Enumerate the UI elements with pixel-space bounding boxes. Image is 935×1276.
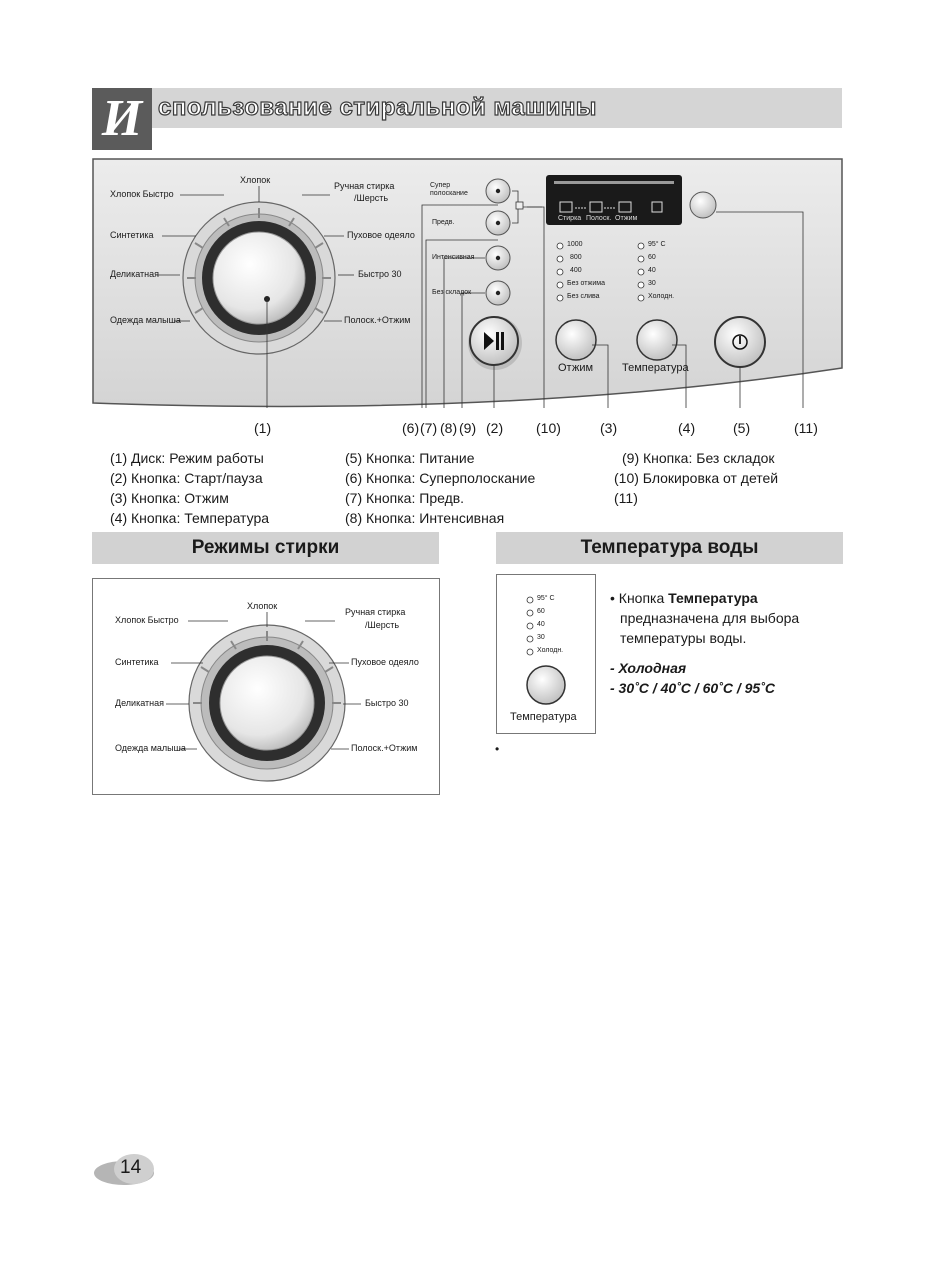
page-title: спользование стиральной машины [157, 93, 597, 121]
legend-item: (10) Блокировка от детей [614, 470, 779, 486]
option-buttons[interactable] [485, 178, 511, 306]
label-rinse-spin: Полоск.+Отжим [351, 743, 418, 753]
temp-option: 60 [537, 608, 545, 615]
callout: (3) [600, 420, 618, 436]
callout: (1) [254, 420, 272, 436]
temp-option: 40 [537, 621, 545, 628]
label-synthetic: Синтетика [115, 657, 159, 667]
temp-option: 40 [648, 267, 656, 274]
temp-option: Холодн. [537, 647, 564, 654]
temperature-box: 95° C 60 40 30 Холодн. Температура [496, 574, 596, 734]
callout: (2) [486, 420, 504, 436]
bullet: • [495, 742, 500, 756]
title-initial: И [92, 88, 152, 150]
label-intensive: Интенсивная [432, 254, 475, 261]
callout: (8) [440, 420, 458, 436]
temp-cold: - Холодная [610, 660, 687, 676]
temperature-button[interactable] [526, 665, 566, 705]
label-rinse-spin: Полоск.+Отжим [344, 315, 411, 325]
callout: (11) [794, 420, 818, 436]
legend-item: (3) Кнопка: Отжим [110, 490, 229, 506]
label-baby: Одежда малыша [110, 315, 181, 325]
label-prewash: Предв. [432, 219, 455, 226]
temp-option: 95° C [648, 241, 666, 248]
callout: (10) [536, 420, 561, 436]
label-hand-wash: Ручная стирка [345, 607, 406, 617]
label-no-crease: Без складок [432, 289, 472, 296]
spin-option: Без отжима [567, 280, 605, 287]
section-water-temp: Температура воды [496, 532, 843, 564]
legend-item: (11) [614, 490, 638, 506]
temp-option: 30 [537, 634, 545, 641]
label-wool: /Шерсть [365, 620, 400, 630]
legend-item: (8) Кнопка: Интенсивная [345, 510, 505, 526]
label-cotton: Хлопок [247, 601, 278, 611]
temp-option: 60 [648, 254, 656, 261]
label-wool: /Шерсть [354, 193, 389, 203]
bullet: • [610, 590, 619, 606]
title-band [92, 88, 842, 128]
spin-option: Без слива [567, 293, 600, 300]
temp-option: 95° C [537, 595, 555, 602]
label-fast30: Быстро 30 [365, 698, 409, 708]
control-panel: Хлопок Хлопок Быстро Синтетика Деликатна… [92, 158, 843, 408]
temperature-button-label: Температура [510, 711, 577, 723]
legend-col-1: (1) Диск: Режим работы (2) Кнопка: Старт… [110, 448, 269, 528]
label-cotton-fast: Хлопок Быстро [115, 615, 179, 625]
label-baby: Одежда малыша [115, 743, 186, 753]
display-spin: Отжим [615, 215, 638, 222]
callout: (5) [733, 420, 751, 436]
temperature-button-label: Температура [622, 362, 689, 374]
callout: (6) [402, 420, 420, 436]
label-super: Супер [430, 182, 451, 189]
callout: (9) [459, 420, 477, 436]
legend-col-3: (9) Кнопка: Без складок (10) Блокировка … [614, 448, 778, 508]
spin-button[interactable] [555, 319, 597, 361]
label-delicate: Деликатная [110, 269, 159, 279]
legend-item: (7) Кнопка: Предв. [345, 490, 465, 506]
temperature-description: • Кнопка Температура предназначена для в… [610, 590, 800, 696]
temp-option: 30 [648, 280, 656, 287]
label-synthetic: Синтетика [110, 230, 154, 240]
legend-item: (2) Кнопка: Старт/пауза [110, 470, 263, 486]
temperature-button[interactable] [636, 319, 678, 361]
legend-item: (4) Кнопка: Температура [110, 510, 270, 526]
legend-item: (9) Кнопка: Без складок [622, 450, 775, 466]
spin-option: 800 [570, 254, 582, 261]
dial-large[interactable] [188, 624, 346, 782]
spin-button-label: Отжим [558, 362, 594, 374]
page-number: 14 [120, 1157, 142, 1178]
section-wash-modes: Режимы стирки [92, 532, 439, 564]
callout: (4) [678, 420, 696, 436]
legend-item: (6) Кнопка: Суперполоскание [345, 470, 536, 486]
legend-item: (5) Кнопка: Питание [345, 450, 475, 466]
label-hand-wash: Ручная стирка [334, 181, 395, 191]
temp-option: Холодн. [648, 293, 675, 300]
display-rinse: Полоск. [586, 215, 612, 222]
label-cotton: Хлопок [240, 175, 271, 185]
spin-option: 1000 [567, 241, 583, 248]
legend-item: (1) Диск: Режим работы [110, 450, 264, 466]
legend-col-2: (5) Кнопка: Питание (6) Кнопка: Суперпол… [345, 448, 535, 528]
wash-modes-box: Хлопок Хлопок Быстро Синтетика Деликатна… [92, 578, 440, 795]
child-lock-button[interactable] [689, 191, 717, 219]
spin-option: 400 [570, 267, 582, 274]
label-fast30: Быстро 30 [358, 269, 402, 279]
callout-row: (1) (6) (7) (8) (9) (2) (10) (3) (4) (5)… [92, 420, 843, 440]
power-button[interactable] [714, 316, 766, 368]
start-pause-button[interactable] [468, 316, 522, 370]
label-cotton-fast: Хлопок Быстро [110, 189, 174, 199]
label-duvet: Пуховое одеяло [347, 230, 415, 240]
dial[interactable] [182, 201, 336, 355]
temp-values: - 30˚C / 40˚C / 60˚C / 95˚C [610, 680, 775, 696]
label-duvet: Пуховое одеяло [351, 657, 419, 667]
display-wash: Стирка [558, 215, 582, 222]
callout: (7) [420, 420, 438, 436]
label-rinse: полоскание [430, 190, 468, 197]
label-delicate: Деликатная [115, 698, 164, 708]
